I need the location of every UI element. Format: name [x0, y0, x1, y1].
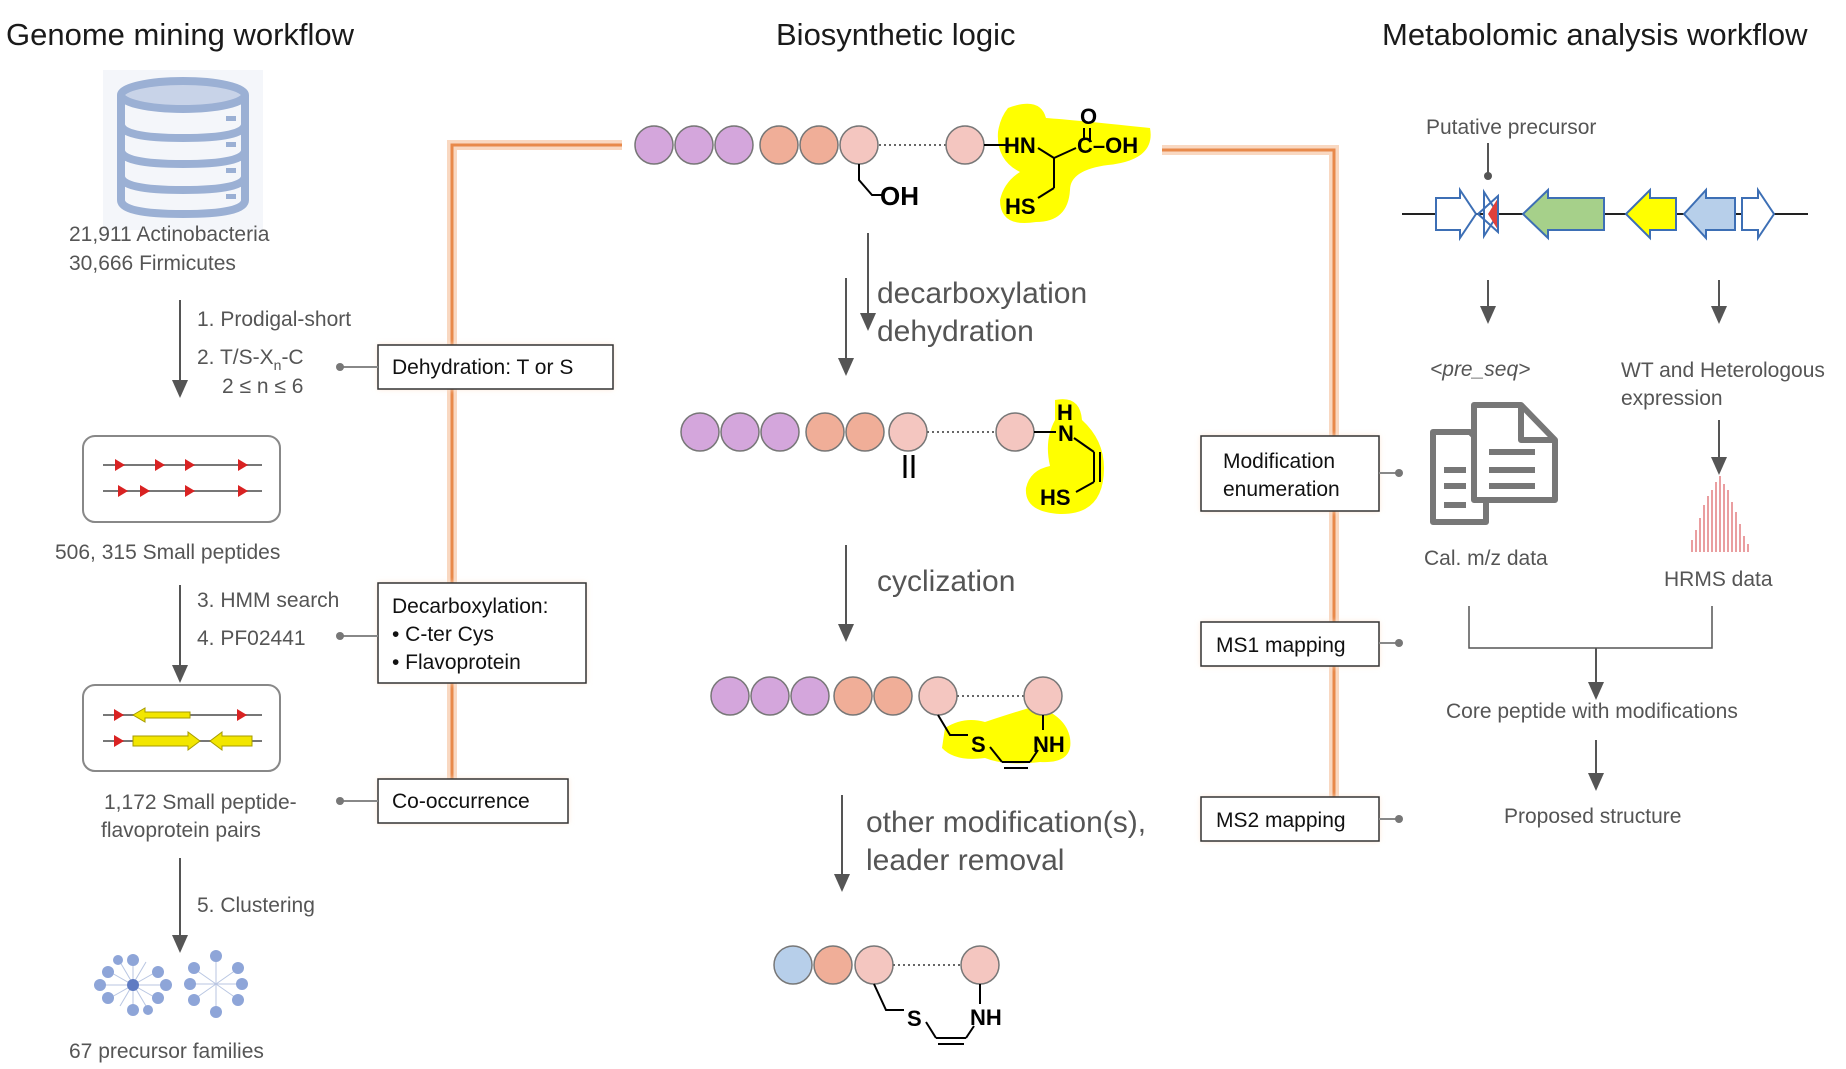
cal-mz-label: Cal. m/z data — [1424, 547, 1548, 570]
hs-label-1: HS — [1005, 194, 1036, 219]
intermediate-structure-2: S NH — [710, 676, 1071, 769]
carboxyl-label: C–OH — [1077, 133, 1138, 158]
final-structure: S NH — [773, 945, 1002, 1045]
database-line1: 21,911 Actinobacteria — [69, 223, 270, 246]
ms2-mapping-box: MS2 mapping — [1200, 796, 1380, 842]
step4-label: 4. PF02441 — [197, 627, 306, 650]
pre-seq-label: <pre_seq> — [1430, 358, 1530, 381]
dehydration-label: Dehydration: T or S — [392, 356, 573, 379]
proposed-structure-label: Proposed structure — [1504, 805, 1681, 828]
decarb-item2: • Flavoprotein — [392, 651, 521, 674]
peptide-flavoprotein-pairs-icon — [82, 684, 281, 772]
spectrum-icon — [1691, 476, 1749, 552]
h-label: H — [1057, 400, 1073, 425]
cooccurrence-box: Co-occurrence — [377, 778, 569, 824]
hrms-label: HRMS data — [1664, 568, 1773, 591]
oxygen-label: O — [1080, 104, 1097, 129]
gene-cluster — [1402, 186, 1808, 242]
metabolomic-workflow-title: Metabolomic analysis workflow — [1382, 17, 1808, 52]
intermediate-structure-1: H N HS — [680, 399, 1104, 515]
modification-label: Modification — [1223, 450, 1335, 473]
step5-label: 5. Clustering — [197, 894, 315, 917]
step-dehydration: dehydration — [877, 315, 1034, 348]
small-peptides-icon — [82, 435, 281, 523]
step1-label: 1. Prodigal-short — [197, 308, 351, 331]
n-label: N — [1058, 421, 1074, 446]
step2-condition: 2 ≤ n ≤ 6 — [222, 375, 303, 398]
ms1-mapping-box: MS1 mapping — [1200, 621, 1380, 667]
step-other-modifications: other modification(s), — [866, 806, 1146, 839]
step2-label: 2. T/S-Xn-C — [197, 346, 304, 373]
hn-label: HN — [1004, 133, 1036, 158]
enumeration-label: enumeration — [1223, 478, 1340, 501]
wt-line2: expression — [1621, 387, 1723, 410]
putative-precursor-label: Putative precursor — [1426, 116, 1596, 139]
right-connector — [1162, 145, 1339, 803]
database-icon — [103, 70, 263, 230]
dehydration-box: Dehydration: T or S — [377, 344, 614, 390]
step-leader-removal: leader removal — [866, 844, 1064, 877]
genome-mining-title: Genome mining workflow — [6, 17, 355, 52]
database-line2: 30,666 Firmicutes — [69, 252, 236, 275]
hs-label-2: HS — [1040, 485, 1071, 510]
decarb-title: Decarboxylation: — [392, 595, 548, 618]
core-peptide-label: Core peptide with modifications — [1446, 700, 1738, 723]
step-decarboxylation: decarboxylation — [877, 277, 1087, 310]
small-peptides-label: 506, 315 Small peptides — [55, 541, 280, 564]
nh-label-2: NH — [970, 1005, 1002, 1030]
step3-label: 3. HMM search — [197, 589, 339, 612]
pairs-line2: flavoprotein pairs — [101, 819, 261, 842]
pairs-line1: 1,172 Small peptide- — [104, 791, 297, 814]
document-icon — [1430, 402, 1558, 525]
families-label: 67 precursor families — [69, 1040, 264, 1063]
s-label-2: S — [907, 1006, 922, 1031]
step-cyclization: cyclization — [877, 565, 1015, 598]
nh-label-1: NH — [1033, 732, 1065, 757]
network-icon — [94, 950, 248, 1018]
decarb-item1: • C-ter Cys — [392, 623, 494, 646]
wt-line1: WT and Heterologous — [1621, 359, 1825, 382]
ms2-label: MS2 mapping — [1216, 809, 1346, 832]
cooccurrence-label: Co-occurrence — [392, 790, 530, 813]
ms1-label: MS1 mapping — [1216, 634, 1346, 657]
precursor-structure: HN O C–OH HS OH — [634, 103, 1151, 224]
decarboxylation-box: Decarboxylation: • C-ter Cys • Flavoprot… — [377, 582, 587, 684]
left-connector — [447, 140, 622, 803]
modification-enumeration-box: Modification enumeration — [1200, 435, 1380, 512]
biosynthetic-logic-title: Biosynthetic logic — [776, 17, 1016, 52]
s-label-1: S — [971, 732, 986, 757]
oh-label: OH — [880, 181, 919, 211]
